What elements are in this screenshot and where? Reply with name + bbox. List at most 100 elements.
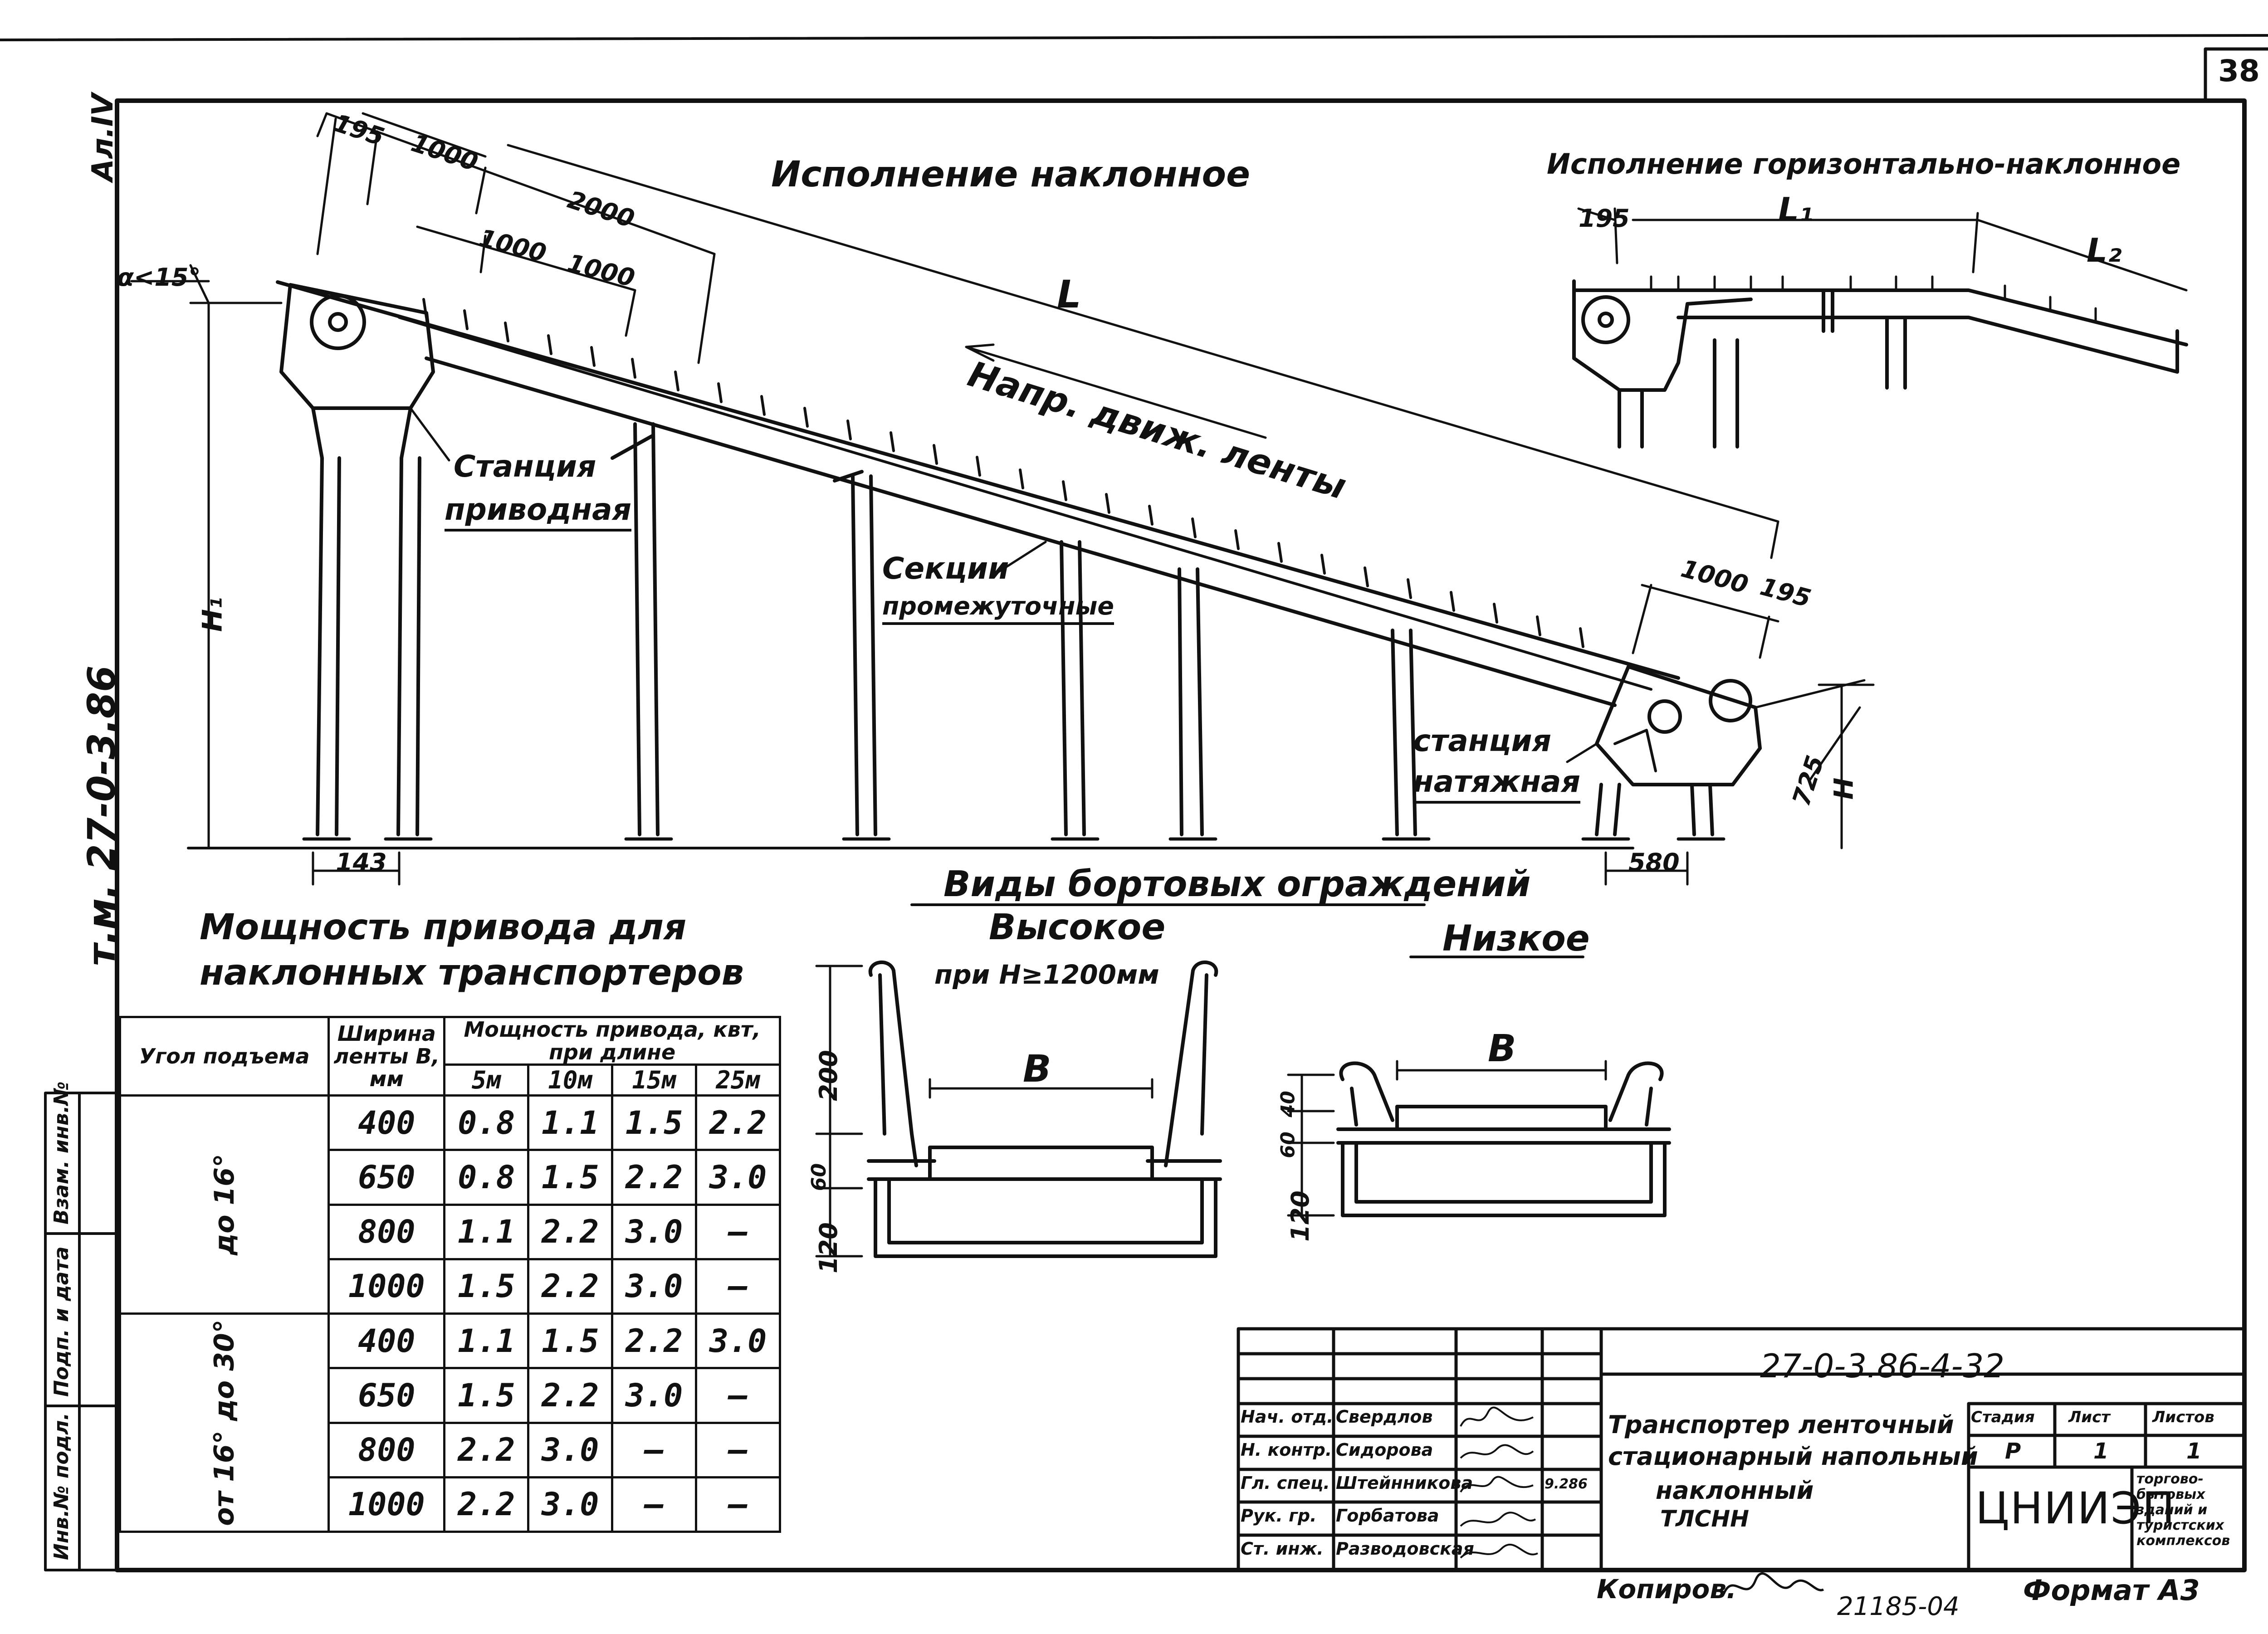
power-cell: 2.2 [527,1258,614,1315]
power-cell: 1.5 [443,1367,530,1424]
sheet-value: 1 [2093,1439,2109,1464]
copier-signature [1722,1572,1824,1595]
width-cell: 400 [327,1312,446,1370]
leader-lines [409,407,1598,763]
side-stamp-inv: Инв.№ подл. [50,1412,73,1560]
guard-low-label: Низкое [1442,918,1590,959]
angle-group-label: от 16° до 30° [208,1319,240,1526]
power-cell: 2.2 [611,1149,698,1206]
date-value: 9.286 [1545,1476,1588,1492]
dim-angle: α<15° [117,263,201,292]
power-cell: — [695,1203,781,1260]
name-4: Горбатова [1336,1506,1439,1526]
power-cell: 2.2 [527,1203,614,1260]
power-cell: 1.1 [443,1203,530,1260]
secondary-conveyor [1572,207,2188,449]
tension-station-label-1: станция [1413,723,1552,758]
doc-title-line3: наклонный [1656,1476,1814,1505]
sheet-frame [115,98,2247,1572]
width-cell: 1000 [327,1476,446,1533]
width-cell: 800 [327,1203,446,1260]
inventory-number: 21185-04 [1837,1592,1960,1621]
guard-high-120: 120 [814,1222,843,1273]
power-cell: — [611,1421,698,1478]
role-3: Гл. спец. [1241,1473,1330,1493]
power-cell: — [695,1476,781,1533]
sections-label-1: Секции [882,551,1009,586]
power-cell: 1.5 [527,1149,614,1206]
power-cell: 1.1 [527,1094,614,1151]
power-cell: 1.5 [527,1312,614,1370]
width-cell: 650 [327,1367,446,1424]
guard-low-120: 120 [1286,1190,1315,1242]
drive-pulley [310,294,366,350]
doc-title-line2: стационарный напольный [1608,1442,1978,1471]
stage-value: Р [2005,1439,2021,1464]
guard-high-60: 60 [807,1163,831,1191]
guard-high-label: Высокое [989,907,1166,948]
power-cell: 3.0 [611,1367,698,1424]
power-cell: 1.5 [611,1094,698,1151]
org-name: ЦНИИЭП [1975,1483,2176,1534]
sections-label-2: промежуточные [882,592,1114,625]
col-power-header: Мощность привода, квт, при длине [443,1016,781,1066]
stage-label: Стадия [1971,1408,2035,1426]
sec-dim-L1: L₁ [1778,190,1813,229]
power-cell: 3.0 [527,1476,614,1533]
tension-station-label-2: натяжная [1413,764,1580,804]
power-table-title-2: наклонных транспортеров [200,952,744,993]
guard-high-drawing [815,961,1222,1258]
angle-group-cell: до 16° [118,1094,330,1315]
power-cell: 2.2 [443,1421,530,1478]
length-header: 10м [527,1063,614,1097]
power-cell: 3.0 [695,1312,781,1370]
drive-station-label-1: Станция [454,449,596,484]
dim-H1: H₁ [196,597,229,632]
signatures [1460,1406,1538,1559]
conveyor-mid-line [398,316,1652,691]
doc-title-line1: Транспортер ленточный [1608,1410,1954,1439]
dim-143: 143 [336,848,387,877]
doc-title-line4: ТЛСНН [1660,1506,1750,1532]
power-cell: 3.0 [611,1203,698,1260]
angle-group-cell: от 16° до 30° [118,1312,330,1533]
drive-station-label-2: приводная [445,492,632,532]
guard-low-B: B [1488,1027,1516,1070]
power-table-title-1: Мощность привода для [200,907,687,948]
power-cell: — [611,1476,698,1533]
width-cell: 800 [327,1421,446,1478]
power-cell: — [695,1421,781,1478]
conveyor-upper-line [276,280,1680,680]
conveyor-lower-line [425,356,1617,707]
width-cell: 1000 [327,1258,446,1315]
sheets-value: 1 [2186,1439,2202,1464]
power-cell: — [695,1258,781,1315]
sheets-label: Листов [2152,1408,2214,1426]
power-cell: 1.5 [443,1258,530,1315]
dim-L: L [1057,272,1081,317]
guard-high-condition: при H≥1200мм [934,959,1159,990]
power-cell: 2.2 [527,1367,614,1424]
copied-label: Копиров. [1597,1574,1737,1605]
role-5: Ст. инж. [1241,1539,1324,1559]
main-view-title: Исполнение наклонное [771,154,1250,195]
col-angle-header: Угол подъема [118,1016,330,1097]
page-number-box [2204,47,2268,102]
title-block-grid [1237,1327,2246,1572]
doc-number: 27-0-3.86-4-32 [1760,1347,2005,1385]
power-cell: 2.2 [443,1476,530,1533]
sheet-top-edge [0,34,2268,41]
tension-pulley-1 [1709,679,1752,722]
width-cell: 650 [327,1149,446,1206]
guard-low-40: 40 [1276,1091,1299,1117]
length-header: 25м [695,1063,781,1097]
series-mark: т.м. 27-0-3.86 [79,665,124,966]
side-stamp-sign: Подп. и дата [50,1246,73,1397]
length-header: 15м [611,1063,698,1097]
name-5: Разводовская [1336,1539,1474,1559]
guard-high-B: B [1023,1048,1051,1091]
name-3: Штейнникова [1336,1473,1473,1493]
power-cell: 2.2 [695,1094,781,1151]
width-cell: 400 [327,1094,446,1151]
